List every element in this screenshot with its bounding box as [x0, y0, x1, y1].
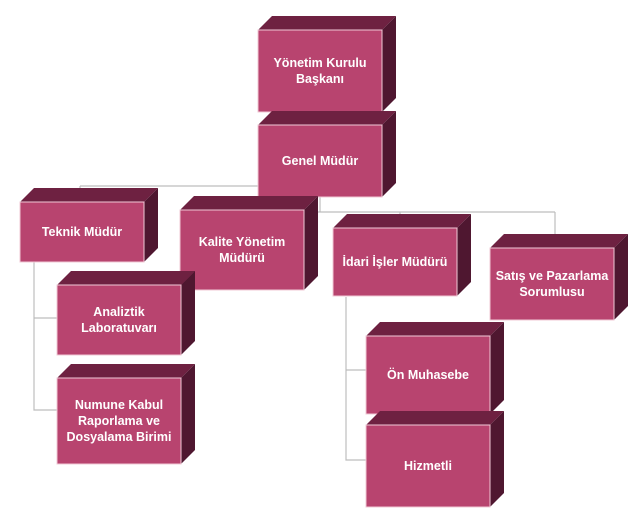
box-top-face [57, 271, 195, 285]
connector-admin-branch [345, 297, 366, 461]
box-top-face [366, 411, 504, 425]
box-front-face [257, 124, 383, 198]
box-front-face [365, 335, 491, 415]
box-side-face [382, 16, 396, 112]
box-side-face [181, 271, 195, 355]
node-label-line: Kalite Yönetim [199, 235, 286, 249]
node-label-line: Hizmetli [404, 459, 452, 473]
box-top-face [366, 322, 504, 336]
box-top-face [20, 188, 158, 202]
box-side-face [144, 188, 158, 262]
box-top-face [57, 364, 195, 378]
node-label-line: Yönetim Kurulu [273, 56, 366, 70]
node-label-line: Müdürü [219, 251, 265, 265]
node-label-line: Dosyalama Birimi [67, 430, 172, 444]
node-general-manager: Genel Müdür [257, 111, 396, 198]
node-admin-manager: İdari İşler Müdürü [332, 214, 471, 297]
node-label-line: Genel Müdür [282, 154, 359, 168]
node-label-line: Raporlama ve [78, 414, 160, 428]
box-front-face [56, 284, 182, 356]
connector-technical-branch [33, 258, 57, 411]
box-top-face [258, 111, 396, 125]
node-label-line: Analiztik [93, 305, 144, 319]
box-front-face [56, 377, 182, 465]
node-label-line: Teknik Müdür [42, 225, 122, 239]
box-front-face [257, 29, 383, 113]
box-side-face [490, 411, 504, 507]
node-label-line: Satış ve Pazarlama [496, 269, 610, 283]
node-label-line: Numune Kabul [75, 398, 163, 412]
box-front-face [19, 201, 145, 263]
node-label-line: Laboratuvarı [81, 321, 157, 335]
node-label-line: Başkanı [296, 72, 344, 86]
box-side-face [382, 111, 396, 197]
node-label-line: Sorumlusu [519, 285, 584, 299]
box-front-face [179, 209, 305, 291]
node-label-line: İdari İşler Müdürü [343, 254, 448, 269]
box-side-face [457, 214, 471, 296]
node-pre-accounting: Ön Muhasebe [365, 322, 504, 415]
box-top-face [258, 16, 396, 30]
node-services: Hizmetli [365, 411, 504, 508]
box-front-face [332, 227, 458, 297]
box-front-face [489, 247, 615, 321]
box-side-face [304, 196, 318, 290]
node-label-line: Ön Muhasebe [387, 367, 469, 382]
box-top-face [490, 234, 628, 248]
node-technical-manager: Teknik Müdür [19, 188, 158, 263]
box-side-face [490, 322, 504, 414]
box-front-face [365, 424, 491, 508]
box-side-face [181, 364, 195, 464]
box-side-face [614, 234, 628, 320]
box-top-face [333, 214, 471, 228]
box-top-face [180, 196, 318, 210]
